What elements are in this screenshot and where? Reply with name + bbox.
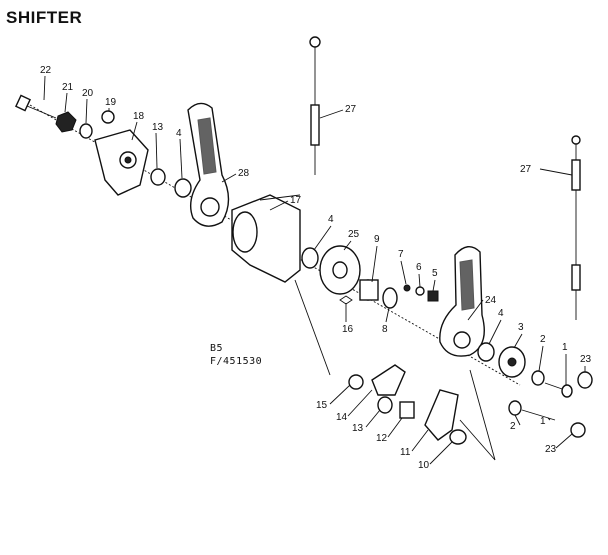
callout-17: 17 bbox=[290, 195, 302, 206]
callout-22: 22 bbox=[40, 65, 52, 76]
drawing-code-line-2: F/451530 bbox=[210, 356, 263, 367]
callout-6: 6 bbox=[416, 262, 422, 273]
drawing-code-line-1: B5 bbox=[210, 343, 224, 354]
callout-leaders bbox=[43, 75, 586, 465]
part-screw-22 bbox=[15, 94, 57, 119]
callout-19: 19 bbox=[105, 97, 117, 108]
callout-20: 20 bbox=[82, 88, 94, 99]
callout-5: 5 bbox=[432, 268, 438, 279]
part-nut-21 bbox=[55, 111, 77, 133]
callout-14: 14 bbox=[336, 412, 348, 423]
leader-lever bbox=[459, 369, 496, 461]
callout-7: 7 bbox=[398, 249, 404, 260]
part-screw-1b bbox=[521, 409, 556, 421]
callout-16: 16 bbox=[342, 324, 354, 335]
callout-23b: 23 bbox=[545, 444, 557, 455]
part-bushing-9 bbox=[359, 279, 379, 301]
callout-2: 2 bbox=[540, 334, 546, 345]
callout-24: 24 bbox=[485, 295, 497, 306]
part-lever-24 bbox=[439, 246, 485, 357]
part-washer-4 bbox=[174, 178, 192, 198]
part-clip-8 bbox=[382, 287, 398, 309]
part-cam-3 bbox=[498, 346, 526, 378]
part-washer-15 bbox=[348, 374, 364, 390]
part-washer-2 bbox=[531, 370, 545, 386]
part-bushing-12 bbox=[399, 401, 415, 419]
part-indexer-disc-25 bbox=[319, 245, 361, 295]
part-spring-16 bbox=[339, 295, 353, 305]
part-cam-14 bbox=[371, 364, 406, 396]
leader-housing bbox=[294, 279, 331, 376]
part-cable-27-right bbox=[571, 135, 581, 320]
callout-15: 15 bbox=[316, 400, 328, 411]
callout-3: 3 bbox=[518, 322, 524, 333]
part-cable-27-left bbox=[309, 36, 321, 175]
part-housing-17 bbox=[231, 194, 301, 283]
part-bracket-18 bbox=[94, 129, 149, 196]
callout-23: 23 bbox=[580, 354, 592, 365]
part-cap-23b bbox=[570, 422, 586, 438]
part-washer-4c bbox=[477, 342, 495, 362]
callout-1: 1 bbox=[562, 342, 568, 353]
part-washer-20 bbox=[79, 123, 93, 139]
callout-2b: 2 bbox=[510, 421, 516, 432]
part-spring-5 bbox=[427, 290, 439, 302]
callout-9: 9 bbox=[374, 234, 380, 245]
callout-13b: 13 bbox=[352, 423, 364, 434]
callout-labels: 22 21 20 19 18 13 4 28 17 27 4 25 9 7 6 … bbox=[40, 65, 592, 471]
callout-10: 10 bbox=[418, 460, 430, 471]
callout-25: 25 bbox=[348, 229, 360, 240]
callout-8: 8 bbox=[382, 324, 388, 335]
part-knob-19 bbox=[101, 110, 115, 124]
callout-13: 13 bbox=[152, 122, 164, 133]
part-washer-4b bbox=[301, 247, 319, 269]
part-pin-6 bbox=[415, 286, 425, 296]
callout-21: 21 bbox=[62, 82, 74, 93]
part-washer-13b bbox=[377, 396, 393, 414]
callout-27-right: 27 bbox=[520, 164, 532, 175]
callout-28: 28 bbox=[238, 168, 250, 179]
callout-4: 4 bbox=[176, 128, 182, 139]
part-cap-23 bbox=[577, 371, 593, 389]
callout-4c: 4 bbox=[498, 308, 504, 319]
part-screw-1 bbox=[544, 382, 573, 398]
callout-12: 12 bbox=[376, 433, 388, 444]
part-washer-10 bbox=[449, 429, 467, 445]
diagram-title: SHIFTER bbox=[6, 8, 83, 27]
callout-18: 18 bbox=[133, 111, 145, 122]
callout-4b: 4 bbox=[328, 214, 334, 225]
callout-11: 11 bbox=[400, 447, 411, 458]
callout-27-left: 27 bbox=[345, 104, 357, 115]
part-ball-7 bbox=[403, 284, 411, 292]
part-washer-2b bbox=[508, 400, 522, 416]
part-washer-13 bbox=[150, 168, 166, 186]
part-lever-28 bbox=[187, 102, 230, 227]
part-lever-11 bbox=[424, 389, 459, 441]
callout-1b: 1 bbox=[540, 416, 546, 427]
